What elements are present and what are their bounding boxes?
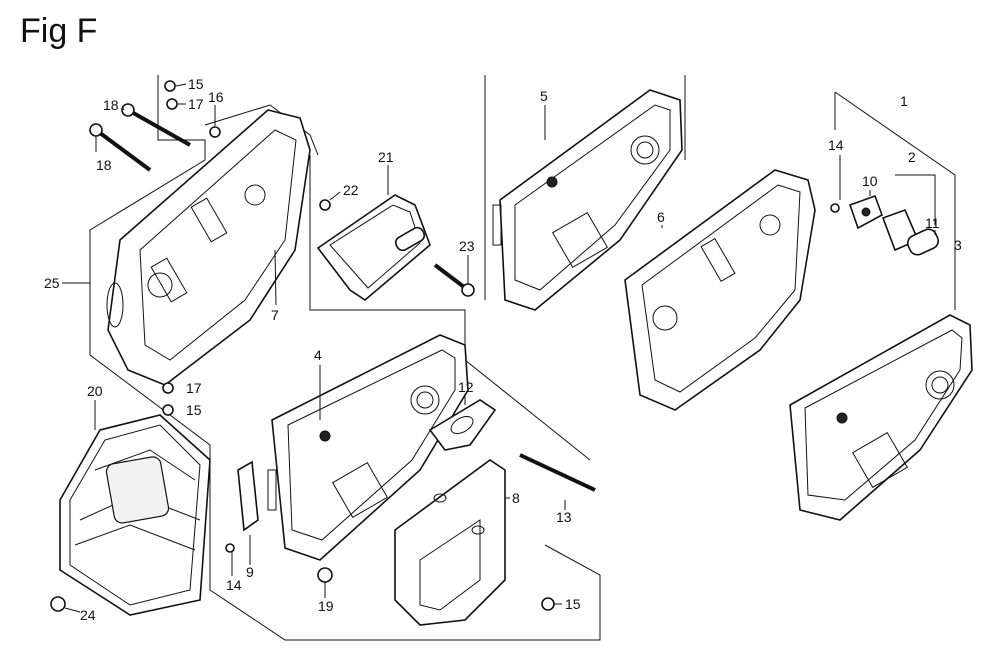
- callout-19: 19: [318, 598, 334, 614]
- part-13-stud-bolt: [519, 453, 596, 492]
- callout-3: 3: [954, 237, 962, 253]
- callout-17: 17: [188, 96, 204, 112]
- callout-16: 16: [208, 89, 224, 105]
- callout-8: 8: [512, 490, 520, 506]
- fasteners-top-left: [164, 80, 221, 138]
- part-8-muffler-cover: [394, 459, 506, 626]
- callout-14: 14: [226, 577, 242, 593]
- callout-2: 2: [908, 149, 916, 165]
- callout-17: 17: [186, 380, 202, 396]
- figure-title: Fig F: [20, 12, 98, 50]
- part-9-gasket: [237, 460, 259, 532]
- assembly-bracket-lines: [89, 75, 956, 641]
- part-6-muffler-protector: [624, 169, 816, 411]
- fasteners-misc: [50, 382, 555, 612]
- parts-10-11-spark-arrester: [830, 194, 939, 256]
- part-18-bolts: [89, 103, 191, 172]
- callout-21: 21: [378, 149, 394, 165]
- callout-24: 24: [80, 607, 96, 623]
- callout-4: 4: [314, 347, 322, 363]
- callout-1: 1: [900, 93, 908, 109]
- callout-14: 14: [828, 137, 844, 153]
- callout-7: 7: [271, 307, 279, 323]
- callout-23: 23: [459, 238, 475, 254]
- callout-25: 25: [44, 275, 60, 291]
- part-21-muffler-bracket: [316, 194, 431, 301]
- part-12-gasket: [428, 399, 497, 451]
- part-20-protector-grille: [59, 414, 211, 616]
- callout-12: 12: [458, 379, 474, 395]
- part-25-muffler-protector: [106, 109, 311, 386]
- callout-22: 22: [343, 182, 359, 198]
- part-3-muffler: [789, 314, 973, 521]
- callout-18: 18: [103, 97, 119, 113]
- callout-5: 5: [540, 88, 548, 104]
- callout-18: 18: [96, 157, 112, 173]
- callout-15: 15: [188, 76, 204, 92]
- callout-labels: 15 17 16 18 18 21 22 23 25 7 5 6 1 2 14 …: [44, 76, 962, 623]
- callout-10: 10: [862, 173, 878, 189]
- callout-6: 6: [657, 209, 665, 225]
- callout-9: 9: [246, 564, 254, 580]
- callout-leader-lines: [62, 83, 936, 613]
- callout-13: 13: [556, 509, 572, 525]
- callout-20: 20: [87, 383, 103, 399]
- callout-15: 15: [565, 596, 581, 612]
- callout-15: 15: [186, 402, 202, 418]
- callout-11: 11: [925, 215, 940, 231]
- part-5-muffler: [492, 89, 683, 311]
